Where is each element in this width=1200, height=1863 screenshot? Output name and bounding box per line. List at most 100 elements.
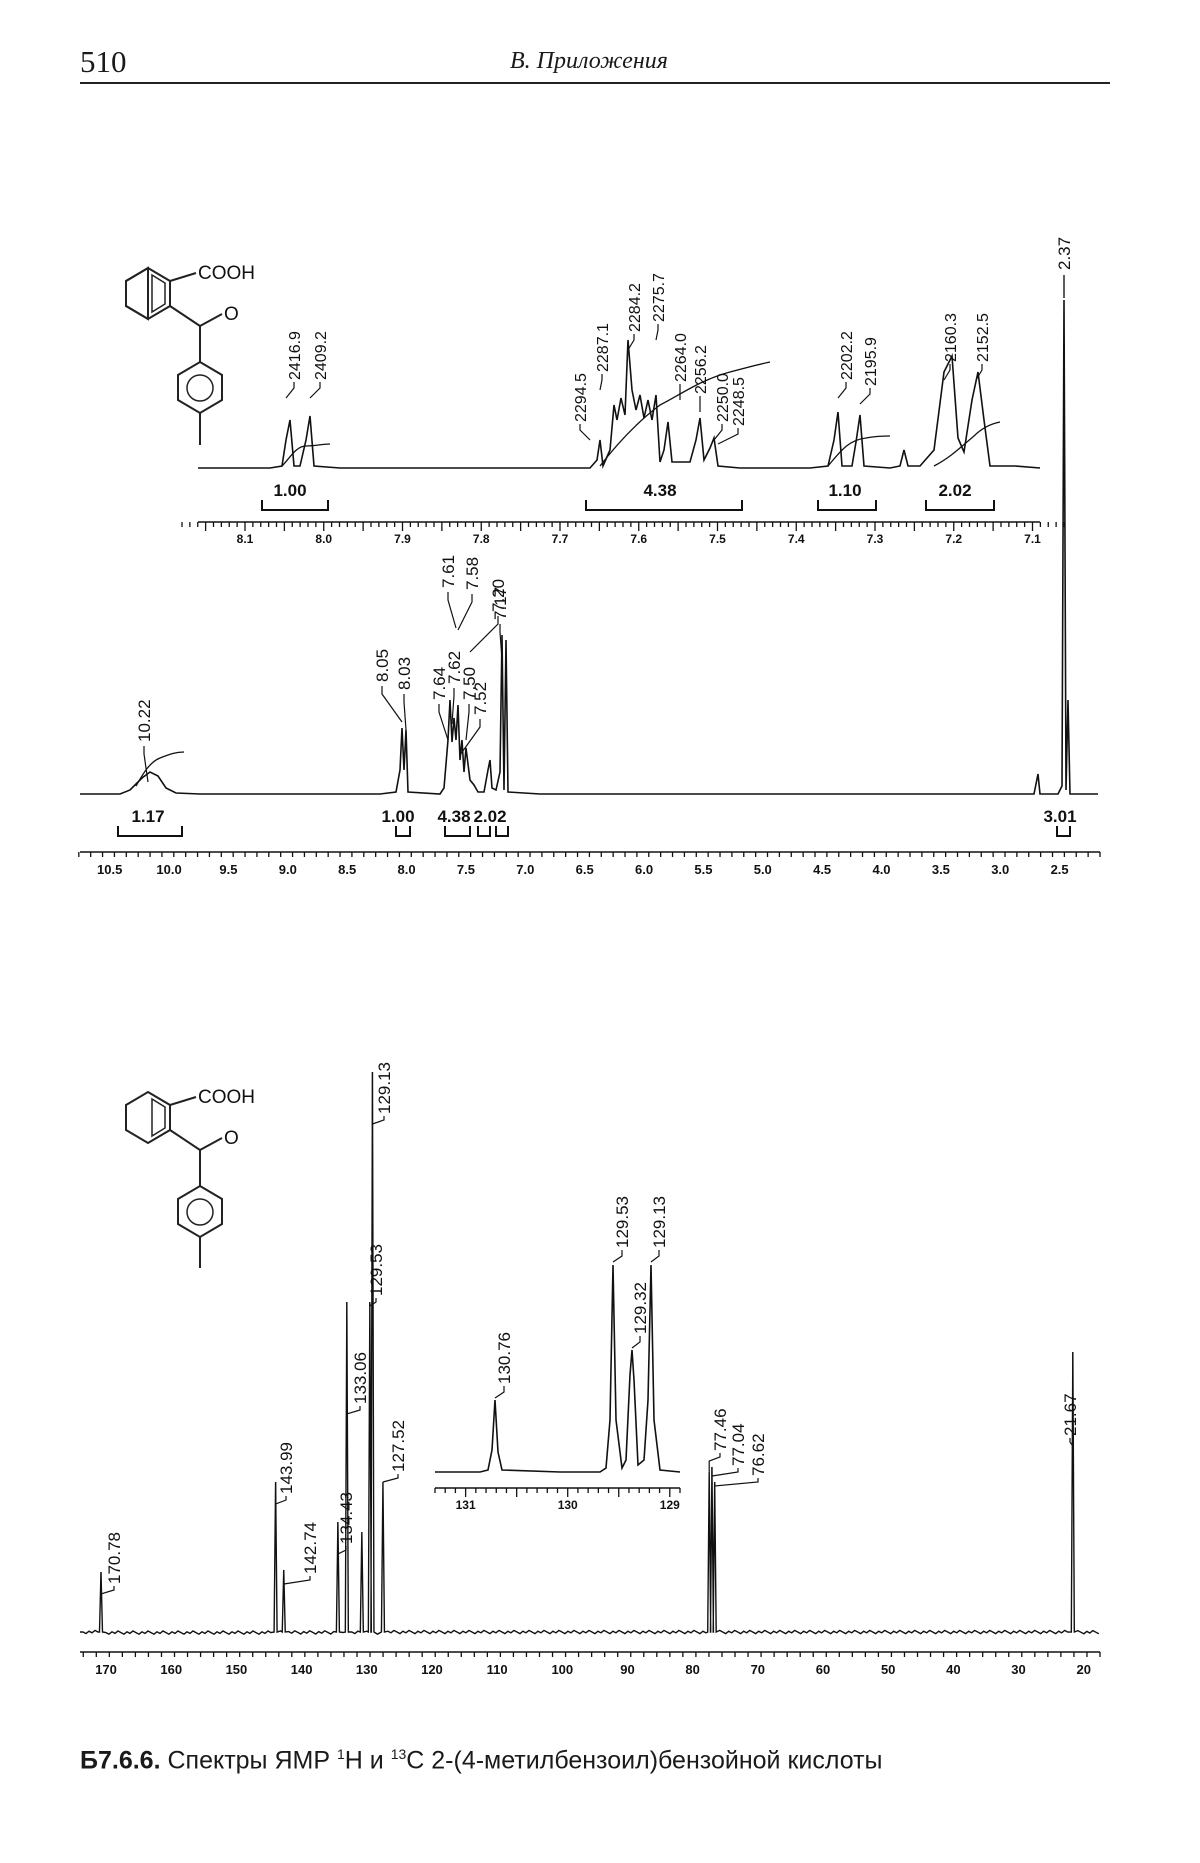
caption-sup-2: 13 [390, 1746, 407, 1762]
axis-tick-label: 120 [421, 1662, 443, 1677]
axis-tick-label: 5.0 [754, 862, 772, 877]
peak-label: 2152.5 [975, 313, 992, 362]
h1-expansion-trace [198, 339, 1041, 470]
axis-tick-label: 7.5 [457, 862, 475, 877]
integral-label: 1.00 [381, 807, 414, 826]
axis-tick-label: 130 [558, 1498, 578, 1512]
cooh-label: COOH [198, 263, 255, 284]
axis-tick-label: 3.5 [932, 862, 950, 877]
axis-tick-label: 4.0 [872, 862, 890, 877]
peak-label: 2.37 [1055, 237, 1074, 270]
peak-label: 133.06 [351, 1352, 370, 1404]
caption-sup-1: 1 [336, 1746, 345, 1762]
integral-label: 2.02 [938, 481, 971, 500]
peak-label: 7.52 [471, 682, 490, 715]
peak-label: 129.32 [631, 1282, 650, 1334]
axis-tick-label: 8.0 [315, 532, 332, 546]
integral-label: 1.00 [273, 481, 306, 500]
integral-label: 1.10 [828, 481, 861, 500]
figure-caption: Б7.6.6. Спектры ЯМР 1H и 13C 2-(4-метилб… [80, 1746, 883, 1775]
peak-label: 134.43 [337, 1492, 356, 1544]
peak-label: 7.17 [491, 587, 510, 620]
peak-label: 2202.2 [839, 331, 856, 380]
axis-tick-label: 160 [160, 1662, 182, 1677]
axis-tick-label: 7.0 [516, 862, 534, 877]
c13-inset-spectrum: 131 130 129 130.76 129.53 129.32 129.13 [434, 1196, 681, 1512]
peak-label: 170.78 [105, 1532, 124, 1584]
axis-tick-label: 7.6 [630, 532, 647, 546]
axis-tick-label: 129 [660, 1498, 680, 1512]
axis-tick-label: 10.0 [156, 862, 181, 877]
axis-tick-label: 150 [226, 1662, 248, 1677]
peak-label: 7.62 [445, 651, 464, 684]
peak-label: 2287.1 [595, 323, 612, 372]
axis-tick-label: 130 [356, 1662, 378, 1677]
peak-label: 7.50 [460, 667, 479, 700]
axis-tick-label: 70 [751, 1662, 765, 1677]
axis-tick-label: 7.3 [867, 532, 884, 546]
integral-label: 3.01 [1043, 807, 1076, 826]
peak-label: 77.04 [729, 1423, 748, 1466]
peak-label: 2250.0 [715, 373, 732, 422]
axis-tick-label: 80 [685, 1662, 699, 1677]
peak-label: 2160.3 [943, 313, 960, 362]
peak-label: 127.52 [389, 1420, 408, 1472]
peak-label: 2248.5 [731, 377, 748, 426]
axis-tick-label: 170 [95, 1662, 117, 1677]
axis-tick-label: 131 [456, 1498, 476, 1512]
peak-label: 2416.9 [287, 331, 304, 380]
peak-label: 2195.9 [863, 337, 880, 386]
caption-prefix: Б7.6.6. [80, 1746, 161, 1775]
axis-tick-label: 3.0 [991, 862, 1009, 877]
axis-tick-label: 100 [551, 1662, 573, 1677]
axis-tick-label: 7.8 [473, 532, 490, 546]
peak-label: 142.74 [301, 1522, 320, 1574]
peak-label: 2294.5 [573, 373, 590, 422]
axis-tick-label: 50 [881, 1662, 895, 1677]
axis-tick-label: 10.5 [97, 862, 122, 877]
axis-tick-label: 7.9 [394, 532, 411, 546]
peak-label: 2264.0 [673, 333, 690, 382]
axis-tick-label: 8.0 [398, 862, 416, 877]
running-head: В. Приложения [510, 48, 668, 74]
h1-full-trace [80, 299, 1098, 795]
integral-label: 4.38 [643, 481, 676, 500]
caption-text-3: C 2-(4-метилбензоил)бензойной кислоты [406, 1746, 883, 1775]
header-rule [80, 82, 1110, 84]
axis-tick-label: 60 [816, 1662, 830, 1677]
peak-label: 7.64 [430, 667, 449, 700]
cooh-label-2: COOH [198, 1087, 255, 1108]
peak-label: 2409.2 [313, 331, 330, 380]
peak-label: 129.13 [375, 1062, 394, 1114]
peak-label: 76.62 [749, 1433, 768, 1476]
axis-tick-label: 9.0 [279, 862, 297, 877]
caption-text-2: H и [344, 1746, 391, 1775]
carbonyl-o-label: O [224, 304, 239, 325]
molecule-structure-bottom [125, 1090, 223, 1268]
peak-label: 129.53 [613, 1196, 632, 1248]
peak-label: 129.13 [650, 1196, 669, 1248]
axis-tick-label: 6.5 [576, 862, 594, 877]
axis-tick-label: 7.7 [552, 532, 569, 546]
axis-tick-label: 9.5 [219, 862, 237, 877]
axis-tick-label: 40 [946, 1662, 960, 1677]
peak-label: 2256.2 [693, 345, 710, 394]
integral-label: 1.17 [131, 807, 164, 826]
axis-tick-label: 90 [620, 1662, 634, 1677]
caption-text-1: Спектры ЯМР [160, 1746, 337, 1775]
axis-tick-label: 5.5 [694, 862, 712, 877]
peak-label: 10.22 [135, 699, 154, 742]
peak-label: 21.67 [1061, 1393, 1080, 1436]
peak-label: 7.58 [463, 557, 482, 590]
axis-tick-label: 110 [487, 1662, 508, 1677]
integral-label: 2.02 [473, 807, 506, 826]
page-number: 510 [80, 44, 127, 79]
molecule-structure-top [125, 266, 223, 445]
integral-label: 4.38 [437, 807, 470, 826]
peak-label: 2275.7 [651, 273, 668, 322]
peak-label: 130.76 [495, 1332, 514, 1384]
